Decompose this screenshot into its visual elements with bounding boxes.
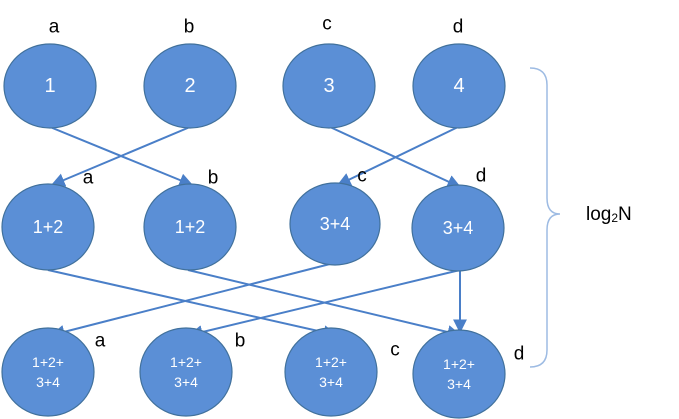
node-r3-c-line1: 1+2+ (315, 354, 347, 370)
node-r2-c-label: c (357, 166, 367, 187)
node-r1-c-text: 3 (323, 75, 334, 97)
node-r1-b (143, 43, 237, 129)
node-r3-a-line1: 1+2+ (32, 354, 64, 370)
node-r1-a-text: 1 (44, 75, 55, 97)
node-r3-d-label: d (514, 344, 525, 365)
node-r2-d-text: 3+4 (443, 218, 474, 238)
node-r3-d (412, 329, 506, 419)
node-r1-a (3, 43, 97, 129)
node-r3-c-label: c (390, 340, 400, 361)
node-r3-c-line2: 3+4 (319, 374, 343, 390)
brace-log-label: log2N (586, 204, 632, 226)
node-r1-a-label: a (49, 17, 60, 38)
node-r3-b-label: b (235, 331, 246, 352)
node-r1-d-text: 4 (453, 75, 464, 97)
node-r3-a-label: a (95, 331, 106, 352)
edge-r2d-to-r3b (188, 269, 461, 339)
edge-r1b-to-r2a (50, 126, 191, 187)
node-r2-b-label: b (208, 168, 219, 189)
node-r3-d-line2: 3+4 (447, 376, 471, 392)
node-r2-d-label: d (476, 166, 487, 187)
node-r2-b-text: 1+2 (175, 217, 206, 237)
node-r2-d (411, 184, 505, 272)
brace-log-subscript: 2 (611, 211, 618, 225)
node-r1-c (282, 43, 376, 129)
node-r1-d-label: d (453, 17, 464, 38)
node-r3-b-line2: 3+4 (174, 374, 198, 390)
node-r3-b-line1: 1+2+ (170, 354, 202, 370)
brace-log-text: log (586, 204, 611, 225)
node-r1-c-label: c (322, 14, 332, 35)
edge-r1d-to-r2c (336, 126, 459, 186)
node-r2-c (289, 182, 381, 266)
node-r3-b (139, 327, 233, 417)
node-r3-a-line2: 3+4 (36, 374, 60, 390)
node-r1-b-text: 2 (184, 75, 195, 97)
node-r1-b-label: b (184, 17, 195, 38)
node-r3-a (1, 327, 95, 417)
node-r1-d (412, 43, 506, 129)
node-r2-a-label: a (83, 168, 94, 189)
node-r2-a-text: 1+2 (33, 217, 64, 237)
node-r2-b (143, 183, 237, 271)
node-r2-c-text: 3+4 (320, 214, 351, 234)
brace-log-n: N (618, 204, 632, 225)
node-r3-c (284, 327, 378, 417)
right-brace (529, 67, 561, 368)
node-r2-a (1, 183, 95, 271)
node-r3-d-line1: 1+2+ (443, 356, 475, 372)
edge-r2c-to-r3a (50, 263, 331, 339)
edge-r2a-to-r3c (47, 269, 338, 340)
